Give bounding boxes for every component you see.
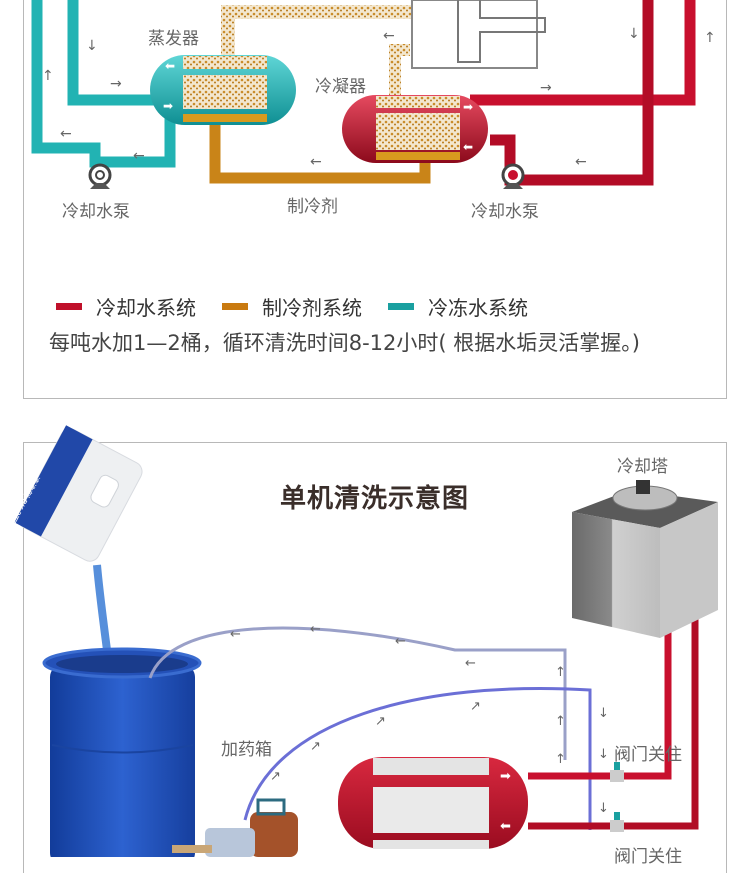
arrow-right-icon: ➡	[163, 99, 173, 113]
cooling-supply-pipe	[528, 610, 672, 780]
refrigerant-label: 制冷剂	[287, 197, 338, 217]
svg-text:←: ←	[133, 148, 145, 164]
valve-closed-label-2: 阀门关住	[614, 847, 682, 867]
arrow-left-icon: ⬅	[500, 819, 511, 834]
svg-text:←: ←	[383, 28, 395, 44]
cooling-water-pipe-outer	[470, 0, 696, 106]
svg-text:↑: ↑	[42, 68, 54, 84]
svg-text:→: →	[540, 80, 552, 96]
legend-swatch	[222, 303, 248, 310]
valve-icon	[610, 762, 624, 782]
arrow-left-icon: ⬅	[463, 140, 473, 154]
arrow-right-icon: ➡	[500, 769, 511, 784]
circulation-pump	[172, 798, 298, 857]
svg-text:↓: ↓	[598, 747, 609, 762]
chilled-water-pipe-inner	[67, 0, 160, 106]
svg-text:←: ←	[575, 154, 587, 170]
legend-swatch	[388, 303, 414, 310]
usage-note: 每吨水加1—2桶，循环清洗时间8-12小时( 根据水垢灵活掌握。)	[49, 331, 640, 355]
svg-text:←: ←	[395, 634, 406, 649]
svg-text:↑: ↑	[555, 752, 566, 767]
cooling-return-pipe	[528, 610, 699, 830]
svg-text:↑: ↑	[704, 30, 716, 46]
dosing-tank-label: 加药箱	[221, 740, 272, 760]
pump-right-icon	[501, 163, 525, 189]
svg-text:↓: ↓	[86, 38, 98, 54]
svg-text:←: ←	[310, 154, 322, 170]
svg-text:←: ←	[310, 622, 321, 637]
svg-text:↓: ↓	[598, 706, 609, 721]
refrigerant-gas-pipe	[221, 5, 420, 60]
refrigerant-liquid-pipe	[209, 118, 431, 184]
svg-text:↗: ↗	[470, 699, 481, 714]
svg-text:↓: ↓	[598, 801, 609, 816]
svg-text:↓: ↓	[628, 26, 640, 42]
flow-arrows: ↓ ↑ → ← ← ← → ← ↓ ↑ ←	[42, 26, 716, 170]
svg-text:↗: ↗	[270, 769, 281, 784]
evaporator-label: 蒸发器	[148, 29, 199, 49]
svg-text:→: →	[110, 76, 122, 92]
svg-text:←: ←	[230, 627, 241, 642]
legend-item-refrigerant: 制冷剂系统	[222, 292, 362, 321]
legend-item-cooling: 冷却水系统	[56, 292, 196, 321]
valve-icon	[610, 812, 624, 832]
refrigeration-cycle-diagram: ⬅ ➡ ➡ ⬅ ↓ ↑ → ← ← ← → ← ↓ ↑ ←	[31, 0, 716, 189]
cooling-tower	[572, 480, 718, 638]
legend-swatch	[56, 303, 82, 310]
compressor-unit	[411, 0, 538, 69]
legend: 冷却水系统 制冷剂系统 冷冻水系统	[56, 292, 554, 321]
flow-arrows: ← ← ← ← ↑ ↑ ↑ ↓ ↓ ↓ ↗ ↗ ↗ ↗	[230, 622, 609, 816]
cooling-tower-label: 冷却塔	[617, 457, 668, 477]
arrow-left-icon: ⬅	[165, 59, 175, 73]
pump-right-label: 冷却水泵	[471, 202, 539, 222]
blue-barrel	[42, 647, 202, 857]
svg-text:↑: ↑	[555, 714, 566, 729]
system-diagram-panel	[23, 0, 727, 399]
supply-hose	[243, 687, 592, 830]
svg-text:↑: ↑	[555, 665, 566, 680]
cleaning-agent-bottle	[14, 425, 143, 562]
pump-left-label: 冷却水泵	[62, 202, 130, 222]
return-hose	[148, 626, 567, 760]
refrigerant-pipe-to-condenser	[389, 44, 410, 95]
svg-text:←: ←	[60, 126, 72, 142]
pump-left-icon	[88, 163, 112, 189]
chilled-water-pipe-outer	[31, 0, 176, 168]
svg-text:↗: ↗	[310, 739, 321, 754]
svg-text:↗: ↗	[375, 714, 386, 729]
cleaning-diagram-title: 单机清洗示意图	[280, 484, 470, 514]
valve-closed-label-1: 阀门关住	[614, 745, 682, 765]
condenser-label: 冷凝器	[315, 77, 366, 97]
legend-item-chilled: 冷冻水系统	[388, 292, 528, 321]
svg-text:←: ←	[465, 656, 476, 671]
chiller-tank: ➡ ⬅	[338, 757, 528, 849]
arrow-right-icon: ➡	[463, 100, 473, 114]
